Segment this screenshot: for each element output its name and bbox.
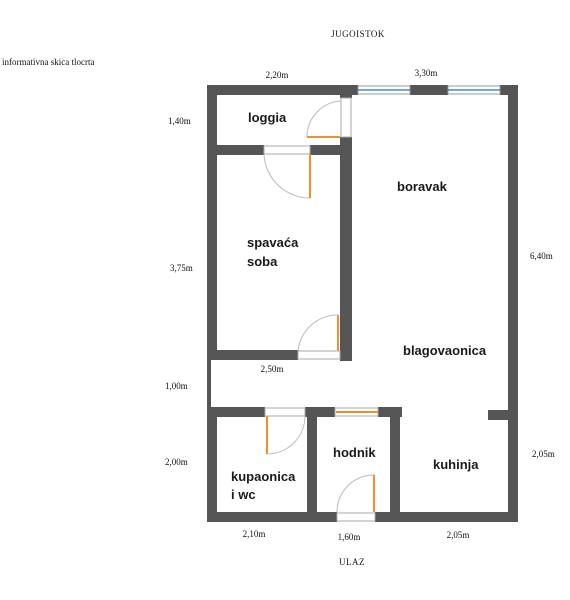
door-frame-entrance bbox=[336, 512, 376, 522]
wall-right bbox=[508, 85, 518, 522]
door-frame-bathroom bbox=[264, 407, 306, 417]
room-label-loggia: loggia bbox=[248, 110, 287, 125]
door-frame-loggia bbox=[340, 97, 352, 138]
wall-loggia-bottom-right bbox=[310, 145, 352, 155]
dim-left-loggia: 1,40m bbox=[168, 116, 191, 126]
wall-bottom-right bbox=[375, 512, 518, 522]
dim-bottom-right: 2,05m bbox=[447, 530, 470, 540]
dim-top-left: 2,20m bbox=[266, 70, 289, 80]
walls bbox=[207, 85, 518, 522]
wall-bedroom-bottom bbox=[207, 350, 298, 360]
room-label-kitchen: kuhinja bbox=[433, 457, 479, 472]
room-label-hallway: hodnik bbox=[333, 445, 376, 460]
dim-right-upper: 6,40m bbox=[530, 251, 553, 261]
wall-loggia-bottom-left bbox=[207, 145, 264, 155]
wall-bath-top-left bbox=[207, 407, 265, 417]
swing-bedroom-top bbox=[263, 153, 311, 199]
room-labels: loggia spavaća soba boravak blagovaonica… bbox=[231, 110, 487, 502]
dim-left-passage: 1,00m bbox=[165, 381, 188, 391]
wall-top-pier bbox=[410, 85, 448, 95]
door-leaves bbox=[266, 136, 378, 512]
room-label-bedroom-line1: spavaća bbox=[247, 235, 299, 250]
wall-left-upper bbox=[207, 85, 217, 350]
wall-loggia-door-top bbox=[340, 85, 352, 98]
door-frame-bedroom-bottom bbox=[297, 350, 341, 360]
orientation-label: JUGOISTOK bbox=[331, 29, 385, 39]
swing-bathroom bbox=[266, 415, 306, 455]
wall-left-lower bbox=[207, 407, 217, 522]
door-frame-bedroom-top bbox=[263, 145, 311, 155]
dim-top-right: 3,30m bbox=[415, 68, 438, 78]
swing-bedroom-bottom bbox=[297, 314, 339, 352]
sketch-note: informativna skica tlocrta bbox=[2, 57, 94, 67]
room-label-bedroom-line2: soba bbox=[247, 254, 278, 269]
wall-bottom-left bbox=[207, 512, 337, 522]
dim-bedroom-width: 2,50m bbox=[261, 364, 284, 374]
wall-bath-hall bbox=[307, 407, 317, 522]
wall-bath-top-right bbox=[305, 407, 335, 417]
wall-bedroom-right bbox=[340, 137, 352, 361]
wall-kitchen-stub bbox=[488, 410, 518, 420]
wall-hall-kitchen bbox=[390, 407, 400, 522]
dimension-labels: 2,20m 3,30m 1,40m 3,75m 1,00m 2,00m 6,40… bbox=[165, 68, 555, 542]
dim-right-lower: 2,05m bbox=[532, 449, 555, 459]
dim-bottom-middle: 1,60m bbox=[338, 532, 361, 542]
dim-bottom-left: 2,10m bbox=[243, 529, 266, 539]
windows bbox=[357, 85, 501, 95]
entrance-label: ULAZ bbox=[339, 557, 365, 567]
room-label-dining: blagovaonica bbox=[403, 343, 487, 358]
door-swings bbox=[263, 100, 375, 513]
swing-entrance bbox=[336, 474, 375, 513]
room-label-bathroom-line1: kupaonica bbox=[231, 469, 296, 484]
dim-left-bedroom: 3,75m bbox=[170, 263, 193, 273]
room-label-living: boravak bbox=[397, 179, 448, 194]
dim-left-bottom: 2,00m bbox=[165, 457, 188, 467]
wall-left-thin bbox=[207, 350, 211, 415]
wall-top-left bbox=[207, 85, 358, 95]
room-label-bathroom-line2: i wc bbox=[231, 487, 256, 502]
swing-loggia bbox=[306, 100, 342, 138]
